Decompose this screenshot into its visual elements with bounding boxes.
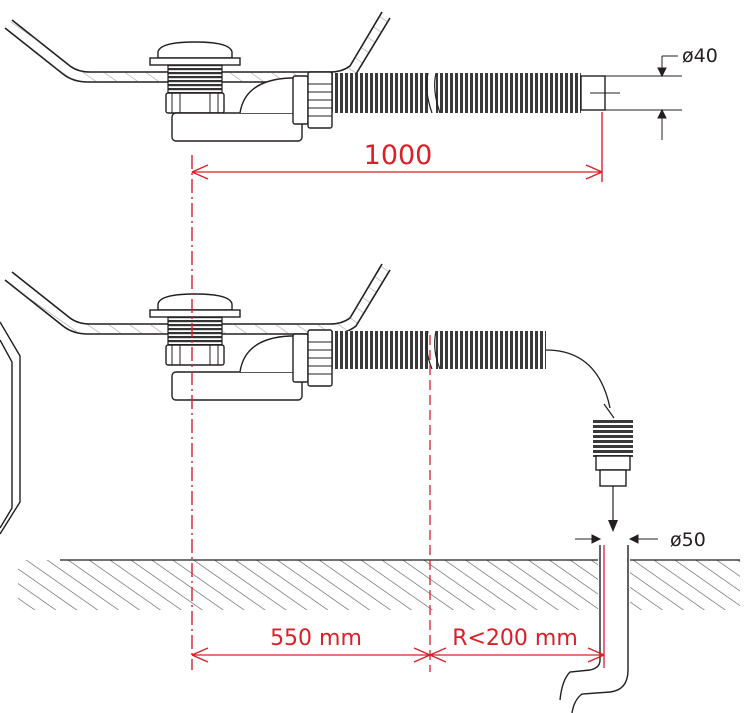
length-label-top: 1000 [364, 140, 433, 171]
drain-plug-bottom [149, 293, 241, 366]
diameter-label-top: ø40 [682, 45, 718, 67]
dim-label-550: 550 mm [270, 626, 362, 651]
side-cabinet [0, 321, 21, 535]
diameter-label-bottom: ø50 [670, 529, 706, 551]
corrugated-hose-bottom [332, 330, 633, 532]
trap-body-top [171, 71, 333, 142]
floor-drain-pipe [559, 545, 629, 713]
floor [18, 545, 740, 615]
top-assembly: ø40 [4, 11, 718, 142]
bathtub-wall-hatch-bottom [5, 264, 390, 334]
corrugated-hose-top [332, 72, 620, 114]
trap-body-bottom [171, 329, 333, 401]
bottom-dimensions [191, 647, 605, 663]
dim-label-radius: R<200 mm [452, 626, 578, 651]
diameter-dimension-bottom [575, 534, 658, 544]
bottom-assembly: ø50 [0, 263, 740, 713]
diameter-dimension-top [605, 55, 682, 140]
length-dimension-top [191, 112, 603, 182]
